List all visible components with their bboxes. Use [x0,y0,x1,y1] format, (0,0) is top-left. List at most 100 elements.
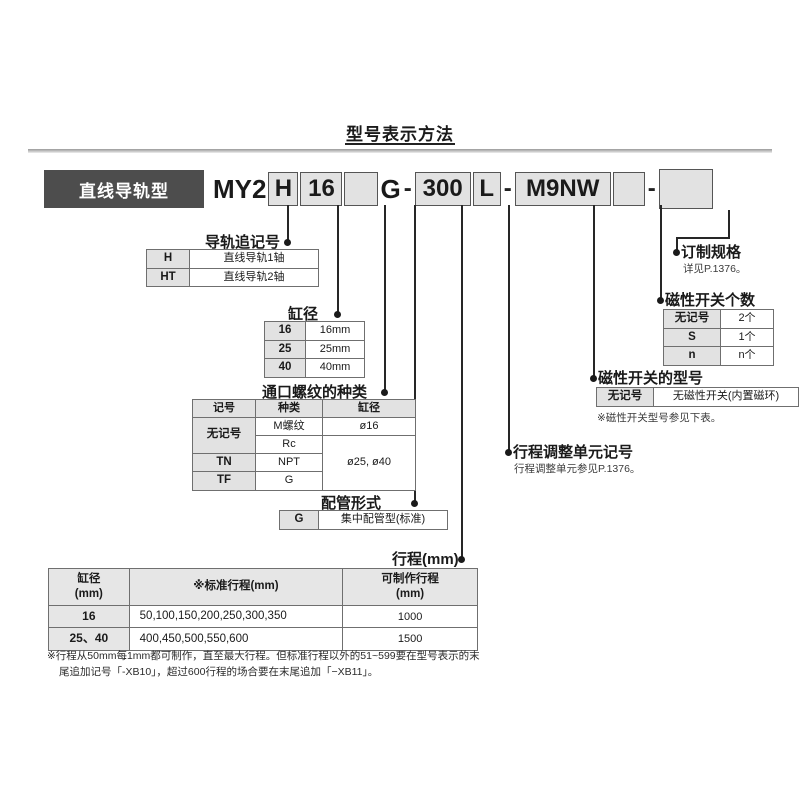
stroke-std-1: 400,450,500,550,600 [128,627,344,652]
stroke-footnote-line2: 尾追加记号「-XB10」，超过600行程的场合要在末尾追加「−XB11」。 [59,666,379,679]
section-note-custom-spec: 详见P.1376。 [683,263,747,275]
connector-guide-symbol [287,205,289,243]
table-bore: 16 16mm 25 25mm 40 40mm [264,321,365,378]
table-row: H 直线导轨1轴 [146,249,319,269]
table-row: Rc ø25, ø40 [193,434,416,491]
code-dash-1: - [403,175,412,202]
stroke-header-bore-text: 缸径 [77,573,101,585]
switch-count-value-2: n个 [720,346,774,366]
code-prefix: MY2 [213,174,267,204]
code-box-port-thread [344,172,379,206]
table-row: n n个 [663,346,774,366]
switch-count-key-1: S [663,327,721,348]
stroke-header-bore: 缸径 (mm) [48,568,130,606]
table-row: 25、40 400,450,500,550,600 1500 [48,627,478,652]
connector-bore [337,205,339,315]
connector-stroke [461,205,463,560]
table-row: S 1个 [663,327,774,348]
table-row: TN NPT [192,452,416,473]
stroke-bore-0: 16 [48,604,130,629]
switch-count-value-0: 2个 [720,309,774,329]
table-row: 记号 种类 缸径 [192,399,416,418]
section-label-stroke: 行程(mm) [392,551,459,568]
connector-switch-model [593,205,595,379]
table-row: 缸径 (mm) ※标准行程(mm) 可制作行程 (mm) [48,568,478,606]
stroke-header-bore-unit: (mm) [74,587,103,600]
table-row: 40 40mm [264,358,365,378]
port-bore-rest: ø25, ø40 [322,434,416,491]
connector-dot-stroke-adjust [505,449,512,456]
bore-value-2: 40mm [305,358,365,378]
port-kind-3: G [255,471,323,491]
table-switch-model: 无记号 无磁性开关(内置磁环) [596,387,799,407]
code-dash-2: - [503,175,512,202]
table-stroke: 缸径 (mm) ※标准行程(mm) 可制作行程 (mm) 16 50,100,1… [48,568,478,652]
piping-key-0: G [279,510,319,530]
bore-key-2: 40 [264,358,306,378]
table-piping: G 集中配管型(标准) [279,510,448,530]
section-label-stroke-adjust: 行程调整单元记号 [513,444,634,461]
connector-custom-spec-v1 [728,210,730,238]
guide-key-1: HT [146,267,190,288]
connector-dot-bore [334,311,341,318]
port-header-1: 种类 [255,399,323,418]
bore-value-0: 16mm [305,321,365,341]
section-note-stroke-adjust: 行程调整单元参见P.1376。 [514,463,641,475]
title-underline [345,143,455,145]
switch-model-key: 无记号 [596,387,654,407]
stroke-footnote-line1: ※行程从50mm每1mm都可制作，直至最大行程。但标准行程以外的51~599要在… [47,650,480,662]
port-bore-0: ø16 [322,416,416,436]
code-box-stroke: 300 [414,172,471,206]
type-badge: 直线导轨型 [44,170,204,208]
connector-custom-spec-v2 [676,237,678,252]
port-key-2: TF [192,471,256,491]
switch-count-key-0: 无记号 [663,309,721,329]
stroke-bore-1: 25、40 [48,627,130,652]
table-row: TF G [192,471,416,491]
switch-count-value-1: 1个 [720,327,774,348]
stroke-made-0: 1000 [342,604,478,629]
port-kind-1: Rc [255,434,323,454]
table-switch-count: 无记号 2个 S 1个 n n个 [663,309,774,366]
table-row: 无记号 无磁性开关(内置磁环) [596,387,799,407]
switch-model-value: 无磁性开关(内置磁环) [653,387,799,407]
section-label-custom-spec: 订制规格 [681,244,742,261]
table-row: 25 25mm [264,339,365,360]
connector-dot-switch-count [657,297,664,304]
connector-dot-custom-spec [673,249,680,256]
section-label-bore: 缸径 [288,306,319,323]
code-dash-3: - [647,175,656,202]
table-row: 无记号 M螺纹 ø16 [192,416,416,454]
bore-key-0: 16 [264,321,306,341]
piping-value-0: 集中配管型(标准) [318,510,448,530]
port-header-0: 记号 [192,399,256,418]
table-guide-symbol: H 直线导轨1轴 HT 直线导轨2轴 [146,249,319,288]
code-box-stroke-adjust: L [472,172,501,206]
guide-key-0: H [146,249,190,269]
port-kind-0: M螺纹 [255,416,323,436]
port-key-0: 无记号 [192,416,256,454]
bore-key-1: 25 [264,339,306,360]
connector-dot-switch-model [590,375,597,382]
guide-value-1: 直线导轨2轴 [189,267,319,288]
connector-port-thread [384,205,386,393]
section-label-switch-model: 磁性开关的型号 [598,370,704,387]
port-key-1: TN [192,452,256,473]
section-note-switch-model: ※磁性开关型号参见下表。 [597,412,722,424]
connector-dot-guide-symbol [284,239,291,246]
stroke-header-std: ※标准行程(mm) [128,568,344,606]
section-label-guide-symbol: 导轨追记号 [205,234,281,251]
guide-value-0: 直线导轨1轴 [189,249,319,269]
stroke-footnote: ※行程从50mm每1mm都可制作，直至最大行程。但标准行程以外的51~599要在… [47,648,497,681]
port-kind-2: NPT [255,452,323,473]
code-box-custom-spec [658,169,713,209]
connector-piping [414,205,416,504]
bore-value-1: 25mm [305,339,365,360]
section-label-port-thread: 通口螺纹的种类 [262,384,368,401]
code-box-guide: H [268,172,299,206]
stroke-header-made: 可制作行程 (mm) [342,568,478,606]
connector-switch-count [660,205,662,301]
connector-dot-port-thread [381,389,388,396]
header-divider [28,149,772,153]
